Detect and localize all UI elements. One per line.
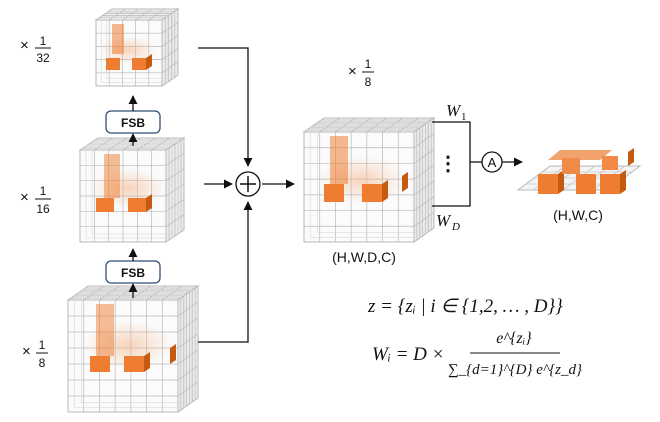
voxel-cube-1-16 (78, 137, 186, 243)
scale-label-1-8: × 1 8 (22, 338, 48, 370)
volume-shape-label: (H,W,D,C) (332, 249, 396, 265)
svg-text:16: 16 (36, 202, 50, 216)
svg-text:×: × (348, 63, 357, 80)
svg-text:W: W (446, 101, 462, 120)
svg-text:FSB: FSB (121, 266, 145, 280)
svg-text:32: 32 (36, 51, 50, 65)
output-shape-label: (H,W,C) (553, 207, 603, 223)
sum-node (235, 171, 261, 197)
svg-text:1: 1 (365, 57, 372, 71)
svg-text:×: × (20, 37, 29, 54)
svg-text:1: 1 (40, 184, 47, 198)
svg-text:8: 8 (365, 75, 372, 89)
voxel-volume-hwdc (302, 117, 436, 243)
formula-z: z = {zᵢ | i ∈ {1,2, … , D}} (367, 296, 563, 317)
svg-text:1: 1 (40, 34, 47, 48)
svg-text:8: 8 (39, 356, 46, 370)
svg-text:×: × (20, 189, 29, 206)
voxel-output-hwc (516, 148, 642, 194)
svg-text:⋮: ⋮ (438, 153, 458, 175)
svg-text:Wᵢ = D ×: Wᵢ = D × (372, 344, 444, 365)
svg-text:e^{zᵢ}: e^{zᵢ} (496, 330, 532, 347)
voxel-highlights (106, 24, 152, 70)
svg-text:FSB: FSB (121, 116, 145, 130)
voxel-highlights (538, 148, 634, 194)
svg-text:∑_{d=1}^{D} e^{z_d}: ∑_{d=1}^{D} e^{z_d} (448, 362, 582, 378)
svg-text:A: A (488, 155, 497, 170)
fsb-block-lower: FSB (105, 260, 161, 284)
svg-text:W: W (436, 211, 452, 230)
scale-label-top-1-8: × 1 8 (348, 57, 374, 89)
voxel-highlights (324, 136, 408, 202)
voxel-cube-1-8 (66, 285, 200, 413)
weights-bracket: W 1 W D ⋮ (432, 101, 482, 233)
scale-label-1-32: × 1 32 (20, 34, 51, 65)
voxel-highlights (96, 154, 152, 212)
voxel-cube-1-32 (94, 8, 180, 87)
fsb-block-upper: FSB (105, 110, 161, 134)
sum-connectors (198, 47, 295, 343)
voxel-highlights (90, 304, 176, 372)
svg-text:1: 1 (39, 338, 46, 352)
scale-label-1-16: × 1 16 (20, 184, 51, 216)
svg-text:1: 1 (461, 111, 467, 123)
formula-w: Wᵢ = D × e^{zᵢ} ∑_{d=1}^{D} e^{z_d} (372, 330, 582, 378)
svg-text:D: D (451, 221, 460, 233)
svg-text:×: × (22, 343, 31, 360)
attention-node: A (481, 151, 523, 173)
